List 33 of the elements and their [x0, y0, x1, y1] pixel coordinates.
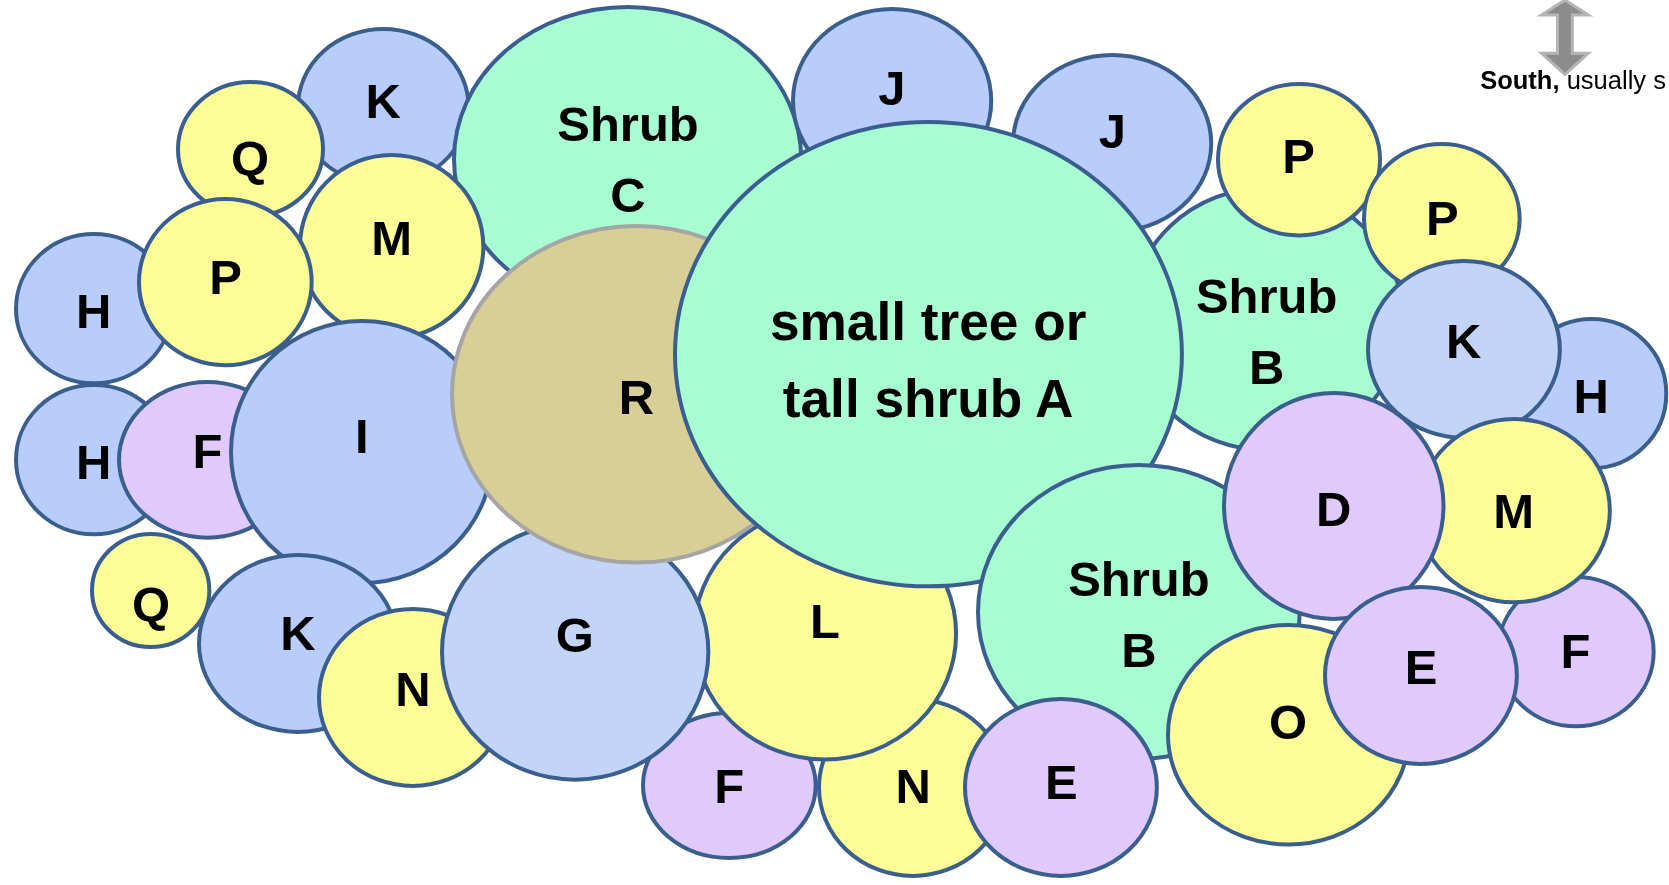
plant-label: G — [555, 606, 594, 664]
plant-label: K — [280, 604, 316, 662]
plant-label: Shrub B — [1067, 551, 1211, 680]
plant-label: P — [209, 248, 242, 306]
plant-label: E — [1404, 638, 1438, 696]
plant-label: N — [395, 660, 431, 718]
plant-label: E — [1044, 753, 1078, 811]
plant-label: H — [76, 433, 112, 491]
plant-label: Q — [231, 129, 270, 187]
plant-label: R — [618, 368, 655, 426]
direction-note: South, usually s — [1480, 66, 1666, 95]
plant-label: J — [1098, 102, 1126, 160]
plant-label: F — [192, 422, 223, 480]
plant-label: Shrub B — [1194, 268, 1339, 397]
plant-label: D — [1316, 480, 1352, 538]
plant-label: K — [365, 72, 401, 130]
plant-label: M — [371, 209, 413, 267]
plant-label: K — [1445, 312, 1482, 370]
plant-label: F — [714, 757, 745, 814]
plant-label: L — [809, 592, 840, 650]
plant-label: P — [1425, 189, 1459, 247]
plant-label: H — [76, 282, 112, 340]
plant-label: N — [895, 757, 931, 815]
plant-label: small tree or tall shrub A — [768, 290, 1088, 430]
plant-label: O — [1268, 693, 1307, 751]
plant-label: F — [1560, 622, 1591, 680]
plant-label: H — [1573, 367, 1609, 425]
plant-label: Shrub C — [556, 95, 700, 224]
plant-label: Q — [132, 575, 171, 633]
plant-label: J — [878, 59, 906, 117]
plant-label: I — [355, 407, 369, 465]
plant-label: M — [1493, 482, 1534, 540]
plant-label: P — [1282, 127, 1315, 185]
